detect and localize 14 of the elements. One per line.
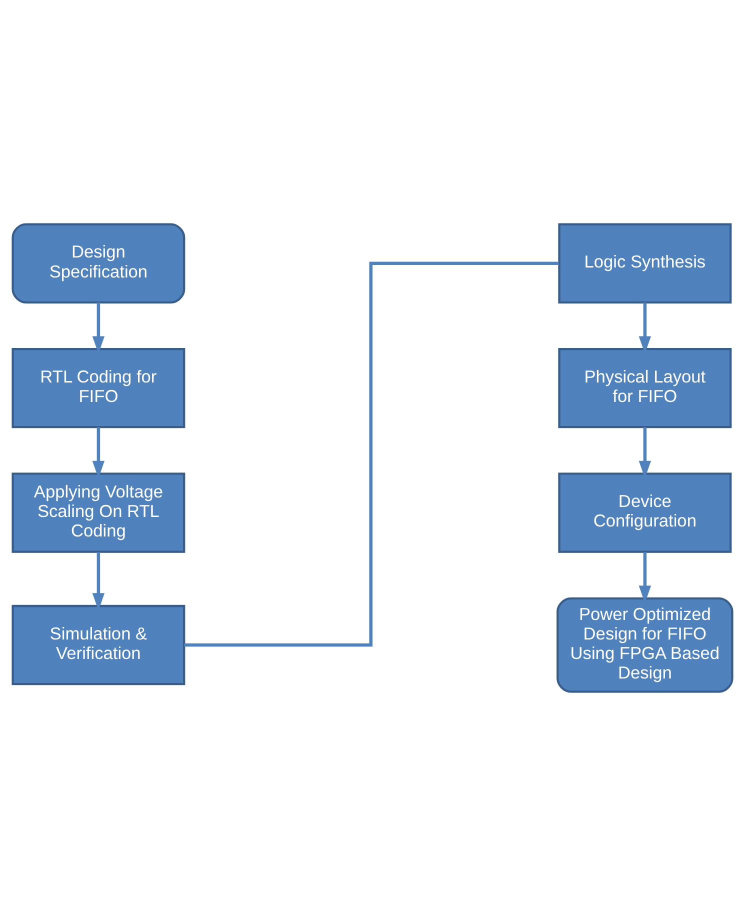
node-box: Simulation & Verification <box>12 604 186 685</box>
arrow <box>638 302 652 354</box>
node-box: RTL Coding for FIFO <box>12 347 186 428</box>
node-box: Physical Layout for FIFO <box>558 347 732 428</box>
node-box: Device Configuration <box>558 472 732 552</box>
arrow <box>638 426 652 478</box>
connector <box>184 261 559 646</box>
node-box: Design Specification <box>12 222 186 303</box>
arrow <box>92 552 105 610</box>
arrow <box>92 426 105 478</box>
node-box: Power Optimized Design for FIFO Using FPGA Based Design <box>556 596 734 692</box>
arrow <box>92 302 105 354</box>
node-box: Logic Synthesis <box>558 222 732 303</box>
node-box: Applying Voltage Scaling On RTL Coding <box>12 472 186 552</box>
